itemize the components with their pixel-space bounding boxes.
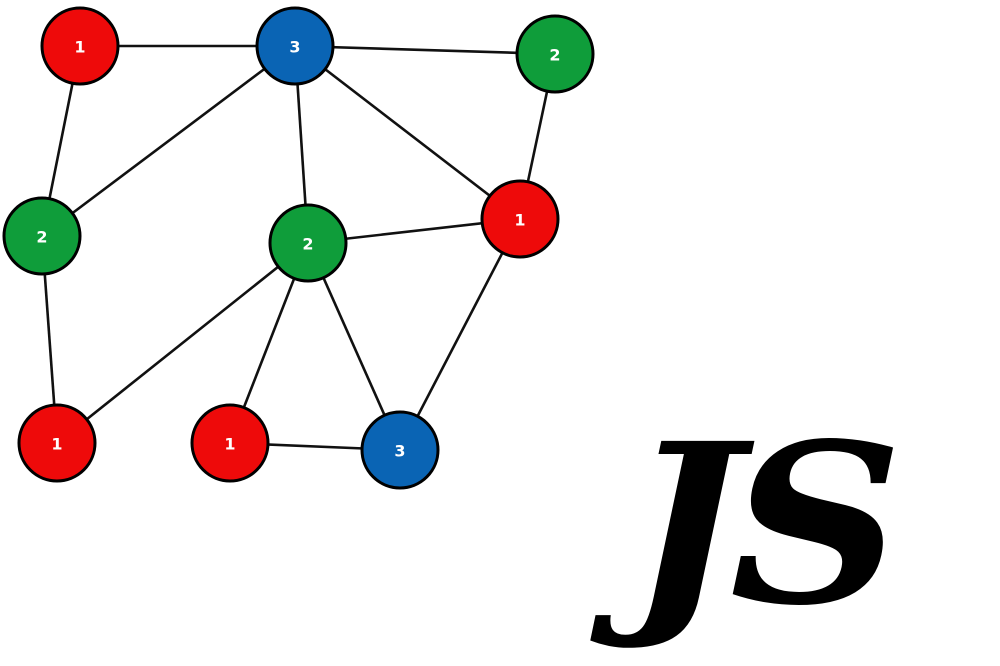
node-n1: 1 xyxy=(40,6,120,86)
node-label: 2 xyxy=(549,46,560,65)
node-circle xyxy=(40,6,120,86)
node-label: 1 xyxy=(224,435,235,454)
node-n7: 1 xyxy=(17,403,97,483)
node-circle xyxy=(480,179,560,259)
node-label: 3 xyxy=(394,442,405,461)
edge-n2-n4 xyxy=(41,44,296,238)
node-circle xyxy=(255,6,335,86)
node-n4: 2 xyxy=(2,196,82,276)
edge-n6-n9 xyxy=(398,218,522,451)
node-n6: 1 xyxy=(480,179,560,259)
node-circle xyxy=(190,403,270,483)
node-label: 1 xyxy=(51,435,62,454)
node-n2: 3 xyxy=(255,6,335,86)
node-label: 2 xyxy=(302,235,313,254)
node-n8: 1 xyxy=(190,403,270,483)
node-label: 1 xyxy=(74,38,85,57)
node-circle xyxy=(515,14,595,94)
js-logo: JS xyxy=(628,394,903,655)
edge-n2-n3 xyxy=(294,44,556,56)
node-circle xyxy=(2,196,82,276)
node-label: 1 xyxy=(514,211,525,230)
edge-n2-n6 xyxy=(294,44,521,221)
node-circle xyxy=(360,410,440,490)
node-label: 3 xyxy=(289,38,300,57)
edge-n5-n7 xyxy=(56,241,309,445)
node-label: 2 xyxy=(36,228,47,247)
node-n9: 3 xyxy=(360,410,440,490)
node-circle xyxy=(268,203,348,283)
node-n5: 2 xyxy=(268,203,348,283)
node-circle xyxy=(17,403,97,483)
graph-nodes: 1 3 2 2 2 1 1 1 3 xyxy=(2,6,595,490)
node-n3: 2 xyxy=(515,14,595,94)
